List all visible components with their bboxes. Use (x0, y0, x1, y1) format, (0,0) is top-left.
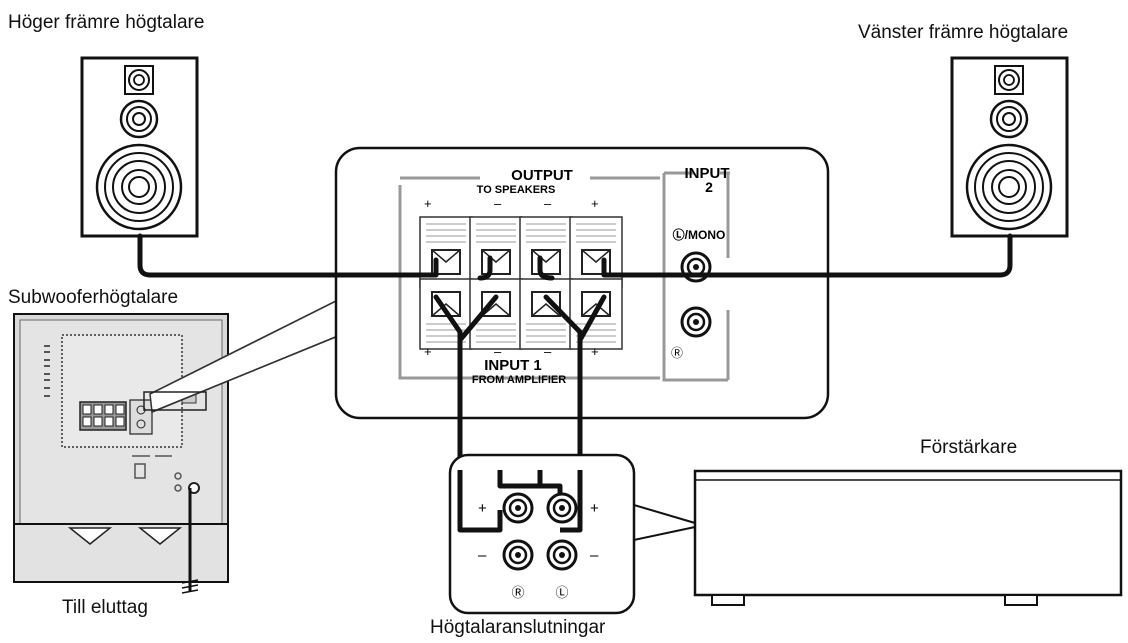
subwoofer-unit (13, 313, 229, 583)
amp-callout-pointer (633, 504, 696, 541)
amp-terminal-panel: + + – – Ⓡ Ⓛ (448, 453, 636, 615)
power-cord (181, 488, 199, 594)
woofer-driver-icon (965, 143, 1053, 231)
minus-mark: – (590, 547, 599, 564)
plus-mark: + (591, 344, 599, 359)
right-channel-label: Ⓡ (511, 585, 524, 600)
amp-left-plus-jack (546, 492, 578, 524)
tweeter-icon (994, 65, 1024, 95)
left-channel-label: Ⓛ (555, 585, 568, 600)
power-outlet-label: Till eluttag (62, 597, 148, 618)
plus-mark: + (424, 196, 432, 211)
left-front-speaker (950, 56, 1069, 238)
right-channel-label: Ⓡ (671, 346, 683, 360)
amp-right-minus-jack (502, 539, 534, 571)
output-subtitle: TO SPEAKERS (477, 184, 556, 196)
minus-mark: – (544, 344, 552, 359)
midrange-driver-icon (989, 99, 1029, 139)
minus-mark: – (544, 196, 552, 211)
plus-mark: + (424, 344, 432, 359)
speaker-connections-label: Högtalaranslutningar (430, 617, 606, 638)
input2-title: INPUT (685, 165, 730, 182)
plus-mark: + (478, 500, 487, 517)
plus-mark: + (591, 196, 599, 211)
minus-mark: – (494, 196, 502, 211)
input2-number: 2 (705, 179, 713, 195)
plus-mark: + (590, 500, 599, 517)
subwoofer-label: Subwooferhögtalare (8, 287, 179, 308)
input1-right-minus-terminal (469, 278, 523, 350)
left-front-speaker-label: Vänster främre högtalare (858, 22, 1069, 43)
woofer-driver-icon (95, 143, 183, 231)
minus-mark: – (478, 547, 487, 564)
amp-left-minus-jack (546, 539, 578, 571)
amplifier-unit (693, 469, 1123, 606)
input1-subtitle: FROM AMPLIFIER (472, 374, 566, 386)
amp-right-plus-jack (502, 492, 534, 524)
minus-mark: – (494, 344, 502, 359)
output-title: OUTPUT (511, 167, 573, 184)
midrange-driver-icon (119, 99, 159, 139)
output-right-minus-terminal (469, 216, 523, 288)
right-front-speaker (80, 56, 199, 238)
right-front-speaker-label: Höger främre högtalare (8, 12, 205, 33)
input1-title: INPUT 1 (484, 357, 542, 374)
input2-right-jack (680, 306, 712, 338)
amplifier-label: Förstärkare (920, 437, 1018, 458)
left-mono-label: Ⓛ/MONO (673, 227, 726, 242)
tweeter-icon (124, 65, 154, 95)
